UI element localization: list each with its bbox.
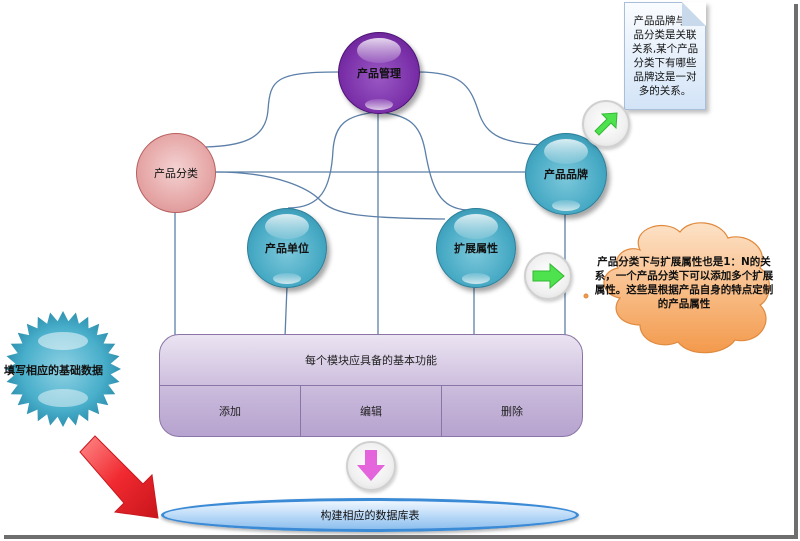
- action-edit[interactable]: 编辑: [301, 386, 442, 436]
- action-delete[interactable]: 删除: [501, 405, 523, 418]
- connector-management-unit: [287, 111, 379, 209]
- brand-category-note: 产品品牌与产品分类是关联关系,某个产品分类下有哪些品牌这是一对多的关系。: [624, 2, 706, 110]
- action-add[interactable]: 添加: [160, 386, 301, 436]
- attribute-note-text: 产品分类下与扩展属性也是1：N的关系，一个产品分类下可以添加多个扩展属性。这些是…: [594, 256, 774, 310]
- red-arrow-icon: [79, 435, 159, 519]
- node-product-brand[interactable]: 产品品牌: [525, 133, 607, 215]
- node-label: 扩展属性: [454, 242, 498, 255]
- node-product-unit[interactable]: 产品单位: [247, 208, 327, 288]
- cloud-shape: [603, 222, 770, 354]
- cloud-bubble: [583, 293, 589, 299]
- node-label: 产品品牌: [544, 168, 588, 181]
- connector-unit-functions: [284, 285, 288, 338]
- arrow-up-right-icon: [594, 112, 618, 136]
- connector-management-brand: [417, 71, 541, 146]
- green-arrow-up-right-button[interactable]: [582, 100, 630, 148]
- database-table-label: 构建相应的数据库表: [320, 509, 420, 522]
- green-arrow-right-button[interactable]: [524, 252, 572, 300]
- basic-functions-box: 每个模块应具备的基本功能 添加 编辑 删除: [159, 334, 583, 437]
- frame-shadow-right: [794, 4, 798, 539]
- connector-management-category: [204, 71, 339, 148]
- arrow-right-icon: [532, 262, 565, 290]
- starburst-shape: [5, 311, 121, 427]
- starburst-highlight-top: [38, 332, 88, 350]
- starburst-highlight-bottom: [38, 389, 88, 407]
- basic-data-note-text: 填写相应的基础数据: [4, 364, 103, 377]
- arrow-down-icon: [357, 450, 385, 481]
- pink-arrow-down-button[interactable]: [346, 441, 396, 491]
- connector-management-attribute: [377, 111, 468, 211]
- node-label: 产品单位: [265, 242, 309, 255]
- node-label: 产品分类: [154, 167, 198, 180]
- node-product-management[interactable]: 产品管理: [338, 32, 420, 114]
- functions-title: 每个模块应具备的基本功能: [160, 335, 582, 386]
- note-text: 产品品牌与产品分类是关联关系,某个产品分类下有哪些品牌这是一对多的关系。: [631, 15, 699, 97]
- node-product-category[interactable]: 产品分类: [136, 133, 216, 213]
- functions-actions-row: 添加 编辑 删除: [160, 386, 582, 436]
- node-label: 产品管理: [357, 67, 401, 80]
- connector-category-attribute: [214, 171, 446, 220]
- frame-shadow-bottom: [4, 535, 798, 539]
- note-fold-corner: [682, 2, 706, 26]
- node-extended-attributes[interactable]: 扩展属性: [436, 208, 516, 288]
- database-table-pill[interactable]: 构建相应的数据库表: [161, 498, 579, 532]
